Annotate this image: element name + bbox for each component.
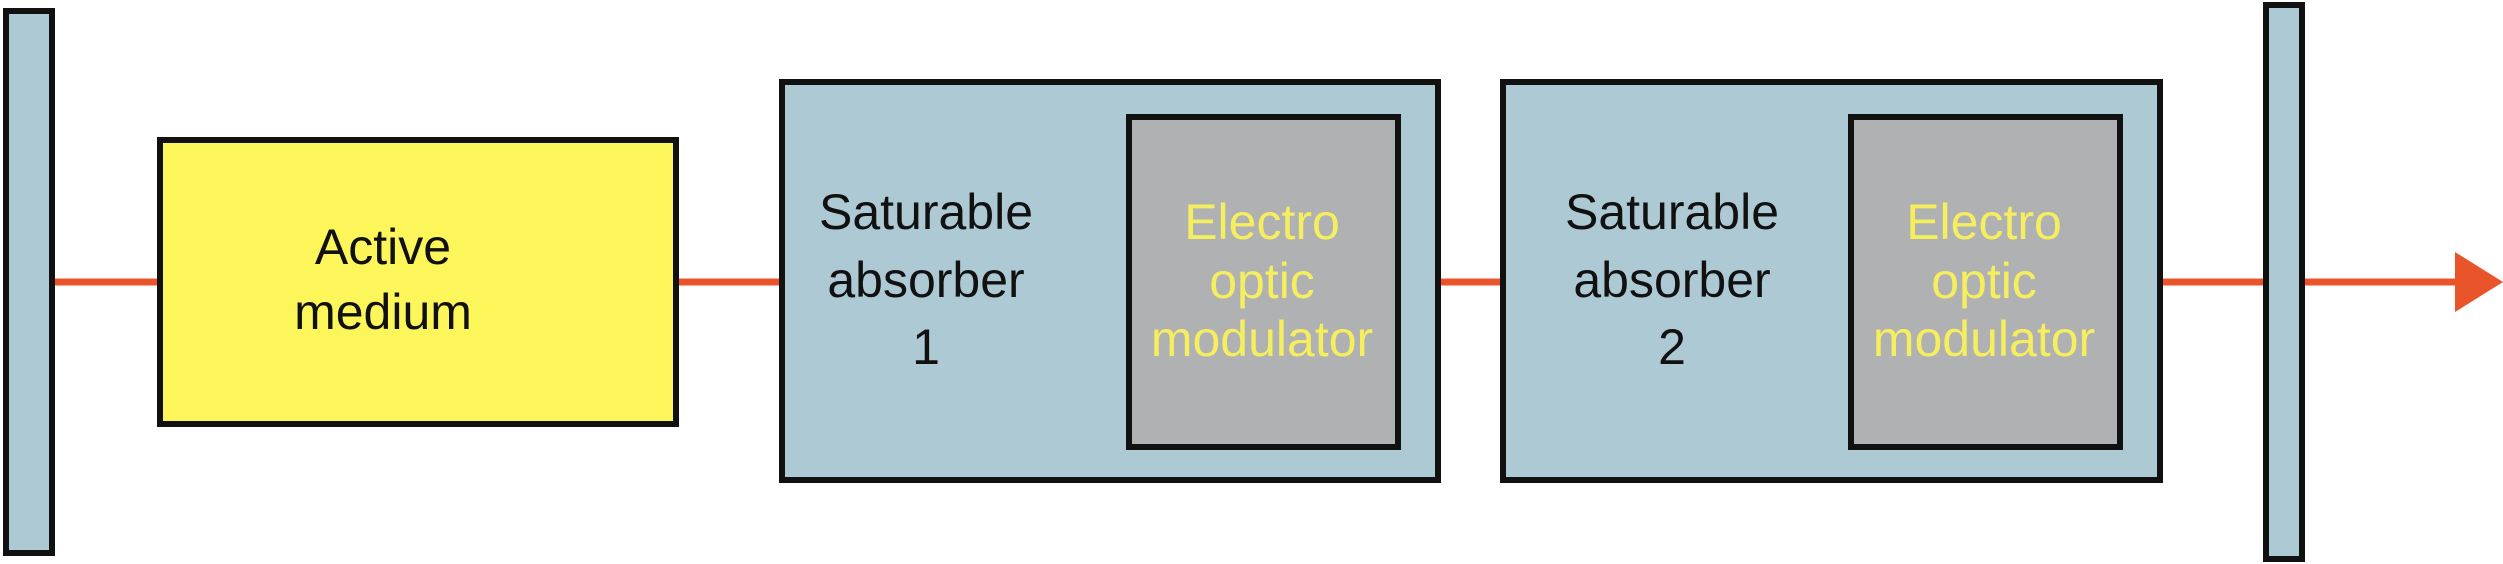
left-mirror (3, 8, 55, 556)
modulator-2-label-line-2: optic (1931, 253, 2037, 309)
modulator-2-label-line-1: Electro (1906, 194, 2062, 250)
right-output-mirror (2263, 2, 2305, 562)
modulator-2-label-line-3: modulator (1873, 311, 2095, 367)
modulator-1-label-line-1: Electro (1184, 194, 1340, 250)
modulator-1-label-line-3: modulator (1151, 311, 1373, 367)
absorber-1-label-line-3: 1 (912, 319, 940, 375)
electro-optic-modulator-1-box (1126, 114, 1401, 450)
electro-optic-modulator-2-box (1848, 114, 2123, 450)
active-medium-box (157, 137, 679, 427)
saturable-absorber-2-block: Saturable absorber 2 Electro optic modul… (1500, 79, 2163, 483)
active-medium-block: Active medium (157, 137, 679, 427)
absorber-1-label-line-1: Saturable (819, 184, 1033, 240)
output-beam-arrowhead (2455, 252, 2503, 312)
absorber-2-label-line-3: 2 (1658, 319, 1686, 375)
absorber-2-label-line-1: Saturable (1565, 184, 1779, 240)
active-medium-label-line-1: Active (315, 219, 451, 275)
modulator-1-label-line-2: optic (1209, 253, 1315, 309)
absorber-1-label-line-2: absorber (827, 252, 1024, 308)
active-medium-label-line-2: medium (294, 284, 472, 340)
absorber-2-label-line-2: absorber (1573, 252, 1770, 308)
saturable-absorber-1-block: Saturable absorber 1 Electro optic modul… (779, 79, 1441, 483)
